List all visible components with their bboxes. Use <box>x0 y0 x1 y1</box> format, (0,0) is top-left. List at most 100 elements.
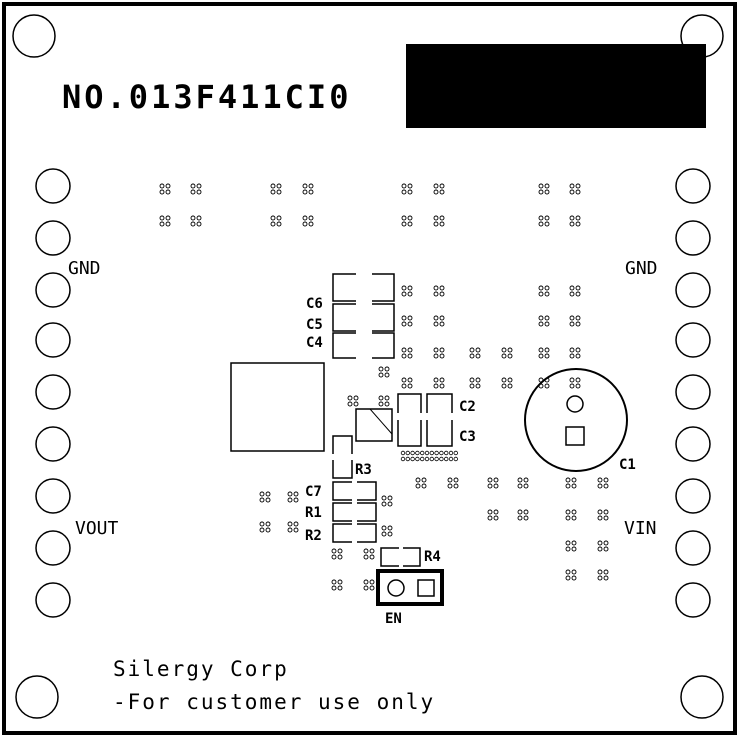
gnd-left-label: GND <box>68 258 101 279</box>
via <box>259 521 265 527</box>
via <box>424 450 430 456</box>
via <box>575 189 581 195</box>
via <box>517 477 523 483</box>
c2-label: C2 <box>459 399 476 415</box>
via <box>363 554 369 560</box>
via <box>538 189 544 195</box>
via <box>405 456 410 462</box>
via <box>190 221 196 227</box>
via-cluster <box>597 477 609 489</box>
capacitor-stack-c6-c5-c4 <box>332 273 395 359</box>
via <box>353 401 359 407</box>
r1-label: R1 <box>305 505 322 521</box>
via <box>347 401 353 407</box>
via <box>407 285 413 291</box>
via <box>507 377 513 383</box>
via <box>308 221 314 227</box>
c1-label: C1 <box>619 457 636 473</box>
via <box>331 585 337 591</box>
c1-pad-round <box>566 395 584 413</box>
via <box>259 527 265 533</box>
via <box>571 483 577 489</box>
via-cluster <box>378 395 390 407</box>
via-cluster <box>287 521 299 533</box>
via <box>293 521 299 527</box>
via <box>439 189 445 195</box>
enable-jumper-pin-square <box>417 579 435 597</box>
via <box>407 215 413 221</box>
via <box>331 579 337 585</box>
via <box>544 315 550 321</box>
via <box>439 377 445 383</box>
inductor-footprint <box>230 362 325 452</box>
via <box>507 347 513 353</box>
via <box>597 540 603 546</box>
via <box>159 189 165 195</box>
via <box>293 491 299 497</box>
via <box>165 189 171 195</box>
via <box>571 515 577 521</box>
via <box>597 515 603 521</box>
via <box>569 383 575 389</box>
via <box>407 353 413 359</box>
via <box>439 183 445 189</box>
via <box>565 515 571 521</box>
via <box>270 189 276 195</box>
via <box>433 189 439 195</box>
via <box>287 527 293 533</box>
via <box>538 221 544 227</box>
via <box>517 515 523 521</box>
via <box>387 531 393 537</box>
via <box>259 491 265 497</box>
via <box>421 477 427 483</box>
via <box>293 497 299 503</box>
via <box>401 285 407 291</box>
via <box>433 285 439 291</box>
via <box>544 215 550 221</box>
via <box>603 483 609 489</box>
via-cluster <box>302 183 314 195</box>
via-cluster <box>401 285 413 297</box>
via-cluster <box>433 377 445 389</box>
via <box>276 215 282 221</box>
via <box>603 575 609 581</box>
via <box>410 450 415 456</box>
via <box>433 347 439 353</box>
via <box>507 383 513 389</box>
enable-jumper-outline <box>376 569 444 606</box>
via <box>165 215 171 221</box>
via-cluster <box>347 395 359 407</box>
via <box>569 215 575 221</box>
via <box>487 483 493 489</box>
via <box>337 554 343 560</box>
via <box>434 456 439 462</box>
via <box>337 585 343 591</box>
via <box>565 483 571 489</box>
via-cluster <box>331 579 343 591</box>
via <box>407 291 413 297</box>
via <box>569 321 575 327</box>
via <box>420 456 425 462</box>
via <box>337 579 343 585</box>
via <box>444 450 449 456</box>
via <box>190 215 196 221</box>
via <box>501 377 507 383</box>
via <box>469 347 475 353</box>
via <box>381 531 387 537</box>
via <box>501 383 507 389</box>
via <box>270 221 276 227</box>
via <box>405 450 410 456</box>
via-cluster <box>287 491 299 503</box>
via <box>196 215 202 221</box>
via <box>439 291 445 297</box>
via-cluster <box>501 377 513 389</box>
via-cluster <box>569 347 581 359</box>
via <box>448 456 454 462</box>
left-pin-header <box>35 168 71 618</box>
c4-label: C4 <box>306 335 323 351</box>
via <box>400 450 406 456</box>
via <box>384 401 390 407</box>
via <box>501 347 507 353</box>
c1-pad-square <box>565 426 585 446</box>
